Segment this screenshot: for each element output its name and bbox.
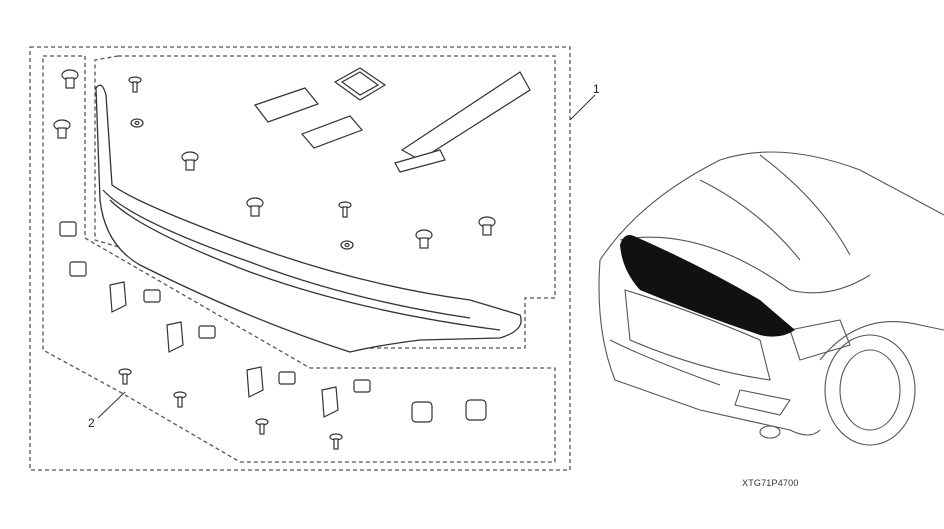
spacer [411, 401, 433, 423]
bracket [166, 321, 184, 353]
clip [478, 216, 496, 236]
diagram-code: XTG71P4700 [742, 478, 799, 488]
clip [246, 197, 264, 217]
nut [278, 371, 296, 385]
nut [69, 261, 87, 277]
group-2-outline [42, 55, 556, 463]
clip [181, 151, 199, 171]
washer [340, 240, 354, 250]
callout-1: 1 [593, 82, 600, 96]
screw [338, 201, 352, 218]
clip [415, 229, 433, 249]
leader-line-1 [569, 94, 596, 121]
vehicle-illustration [598, 151, 944, 446]
washer [130, 118, 144, 128]
bracket [109, 281, 127, 313]
clip [61, 69, 79, 89]
installed-deflector [620, 235, 795, 337]
nut [353, 379, 371, 393]
screw [128, 76, 142, 93]
nut [59, 221, 77, 237]
bolt [118, 368, 132, 385]
bolt [173, 391, 187, 408]
hood-deflector [95, 84, 522, 353]
bolt [255, 418, 269, 435]
nut [143, 289, 161, 303]
bolt [329, 433, 343, 450]
nut [198, 325, 216, 339]
bracket [246, 366, 264, 398]
adhesive-pads [254, 67, 531, 173]
callout-2: 2 [88, 416, 95, 430]
clip [53, 119, 71, 139]
kit-outline [29, 46, 571, 471]
fasteners [53, 69, 496, 450]
group-1-outline [94, 55, 556, 349]
leader-line-2 [97, 391, 126, 419]
spacer [465, 399, 487, 421]
bracket [321, 386, 339, 418]
